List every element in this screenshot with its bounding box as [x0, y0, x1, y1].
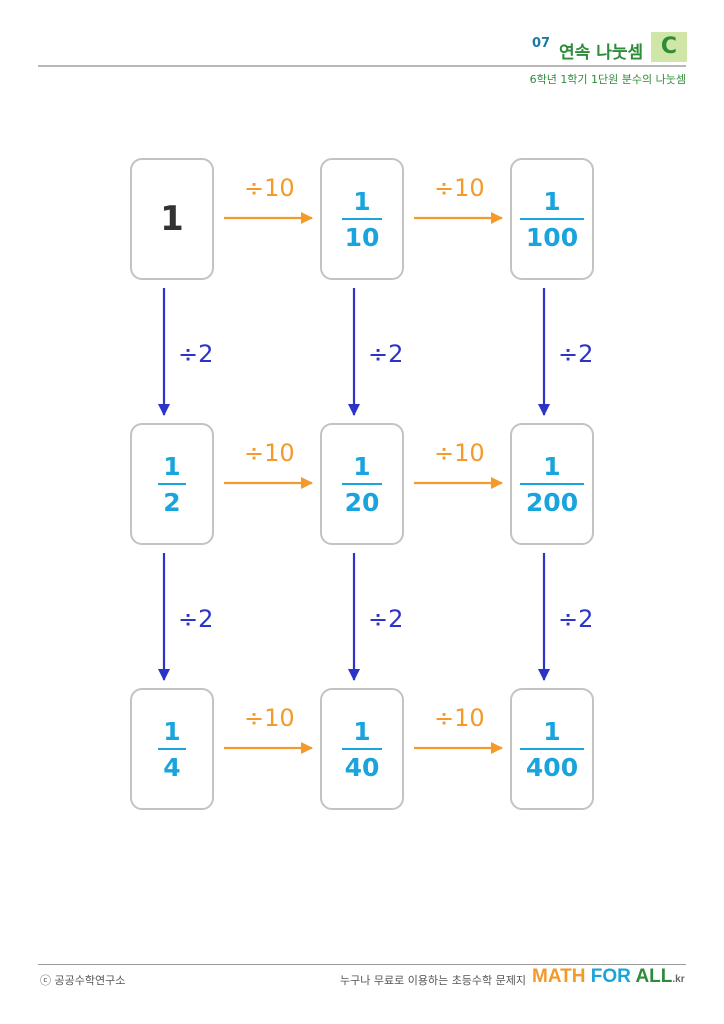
divide-by-10-label: ÷10: [244, 704, 295, 732]
divide-by-10-label: ÷10: [244, 439, 295, 467]
fraction-denominator: 4: [163, 752, 181, 782]
header-divider: [38, 65, 686, 67]
divide-by-2-label: ÷2: [368, 340, 404, 368]
fraction-numerator: 1: [353, 186, 371, 216]
page-subtitle: 6학년 1학기 1단원 분수의 나눗셈: [529, 73, 686, 86]
divide-by-2-label: ÷2: [368, 605, 404, 633]
brand-logo: MATH FOR ALL.kr: [532, 966, 685, 987]
fraction-numerator: 1: [543, 716, 561, 746]
fraction-denominator: 40: [344, 752, 380, 782]
fraction-bar: [520, 747, 584, 750]
fraction-bar: [158, 747, 186, 750]
vertical-arrow-head: [348, 669, 360, 681]
unit-number: 07: [532, 36, 551, 51]
fraction-denominator: 200: [525, 487, 579, 517]
vertical-arrow-head: [538, 404, 550, 416]
vertical-arrow-head: [348, 404, 360, 416]
vertical-arrow-head: [538, 669, 550, 681]
fraction-numerator: 1: [163, 451, 181, 481]
horizontal-arrow-head: [491, 212, 503, 224]
horizontal-arrow-head: [301, 212, 313, 224]
page-title: 연속 나눗셈: [559, 43, 644, 63]
fraction-numerator: 1: [543, 451, 561, 481]
fraction-numerator: 1: [543, 186, 561, 216]
fraction-denominator: 2: [163, 487, 181, 517]
fraction-numerator: 1: [353, 716, 371, 746]
fraction-numerator: 1: [163, 716, 181, 746]
fraction-denominator: 10: [344, 222, 380, 252]
vertical-arrow-head: [158, 669, 170, 681]
fraction-numerator: 1: [353, 451, 371, 481]
horizontal-arrow-head: [301, 477, 313, 489]
divide-by-10-label: ÷10: [434, 174, 485, 202]
horizontal-arrow-head: [301, 742, 313, 754]
horizontal-arrow-head: [491, 742, 503, 754]
footer-tagline: 누구나 무료로 이용하는 초등수학 문제지: [340, 974, 527, 987]
divide-by-10-label: ÷10: [434, 704, 485, 732]
page-header: 07 연속 나눗셈 C 6학년 1학기 1단원 분수의 나눗셈: [0, 0, 724, 90]
divide-by-10-label: ÷10: [244, 174, 295, 202]
fraction-bar: [342, 217, 382, 220]
divide-by-10-label: ÷10: [434, 439, 485, 467]
vertical-arrow-head: [158, 404, 170, 416]
level-badge: C: [651, 32, 687, 62]
fraction-denominator: 400: [525, 752, 579, 782]
whole-number: 1: [160, 199, 184, 239]
fraction-bar: [520, 217, 584, 220]
divide-by-2-label: ÷2: [558, 340, 594, 368]
fraction-bar: [342, 482, 382, 485]
divide-by-2-label: ÷2: [178, 605, 214, 633]
number-box: 1: [130, 158, 214, 280]
fraction-denominator: 20: [344, 487, 380, 517]
copyright: ⓒ 공공수학연구소: [40, 974, 126, 987]
footer-divider: [38, 964, 686, 965]
fraction-bar: [520, 482, 584, 485]
fraction-bar: [158, 482, 186, 485]
fraction-bar: [342, 747, 382, 750]
divide-by-2-label: ÷2: [558, 605, 594, 633]
divide-by-2-label: ÷2: [178, 340, 214, 368]
horizontal-arrow-head: [491, 477, 503, 489]
fraction-denominator: 100: [525, 222, 579, 252]
